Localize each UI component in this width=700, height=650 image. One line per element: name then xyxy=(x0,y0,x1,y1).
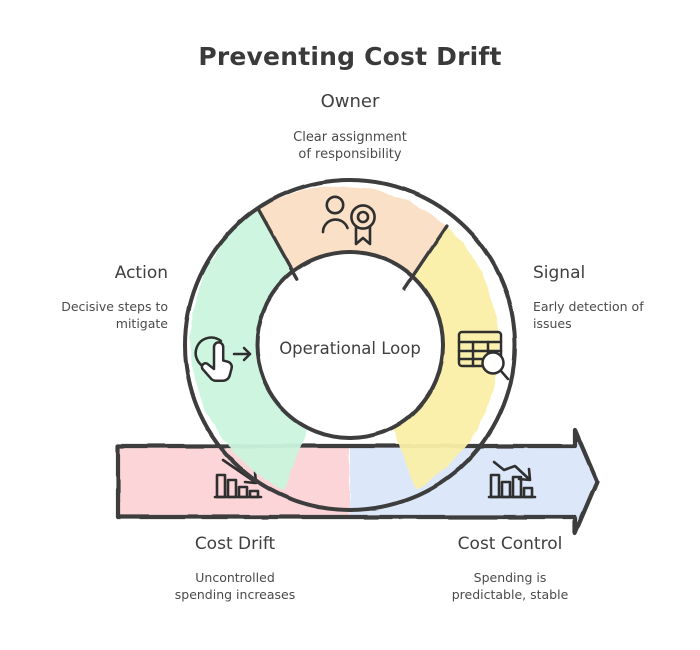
arrow-bar-group xyxy=(115,427,600,536)
arrow-bar-outline xyxy=(115,427,600,536)
operational-loop-donut xyxy=(183,178,517,512)
table-search-icon xyxy=(457,330,510,381)
declining-bar-chart-icon xyxy=(487,460,537,499)
donut-spoke-owner-signal xyxy=(402,224,449,291)
donut-outer-ring xyxy=(183,178,517,512)
donut-spoke-owner-action xyxy=(256,206,299,281)
person-award-icon xyxy=(321,195,376,246)
donut-inner-ring xyxy=(255,250,445,440)
click-hand-arrow-icon xyxy=(194,336,252,382)
